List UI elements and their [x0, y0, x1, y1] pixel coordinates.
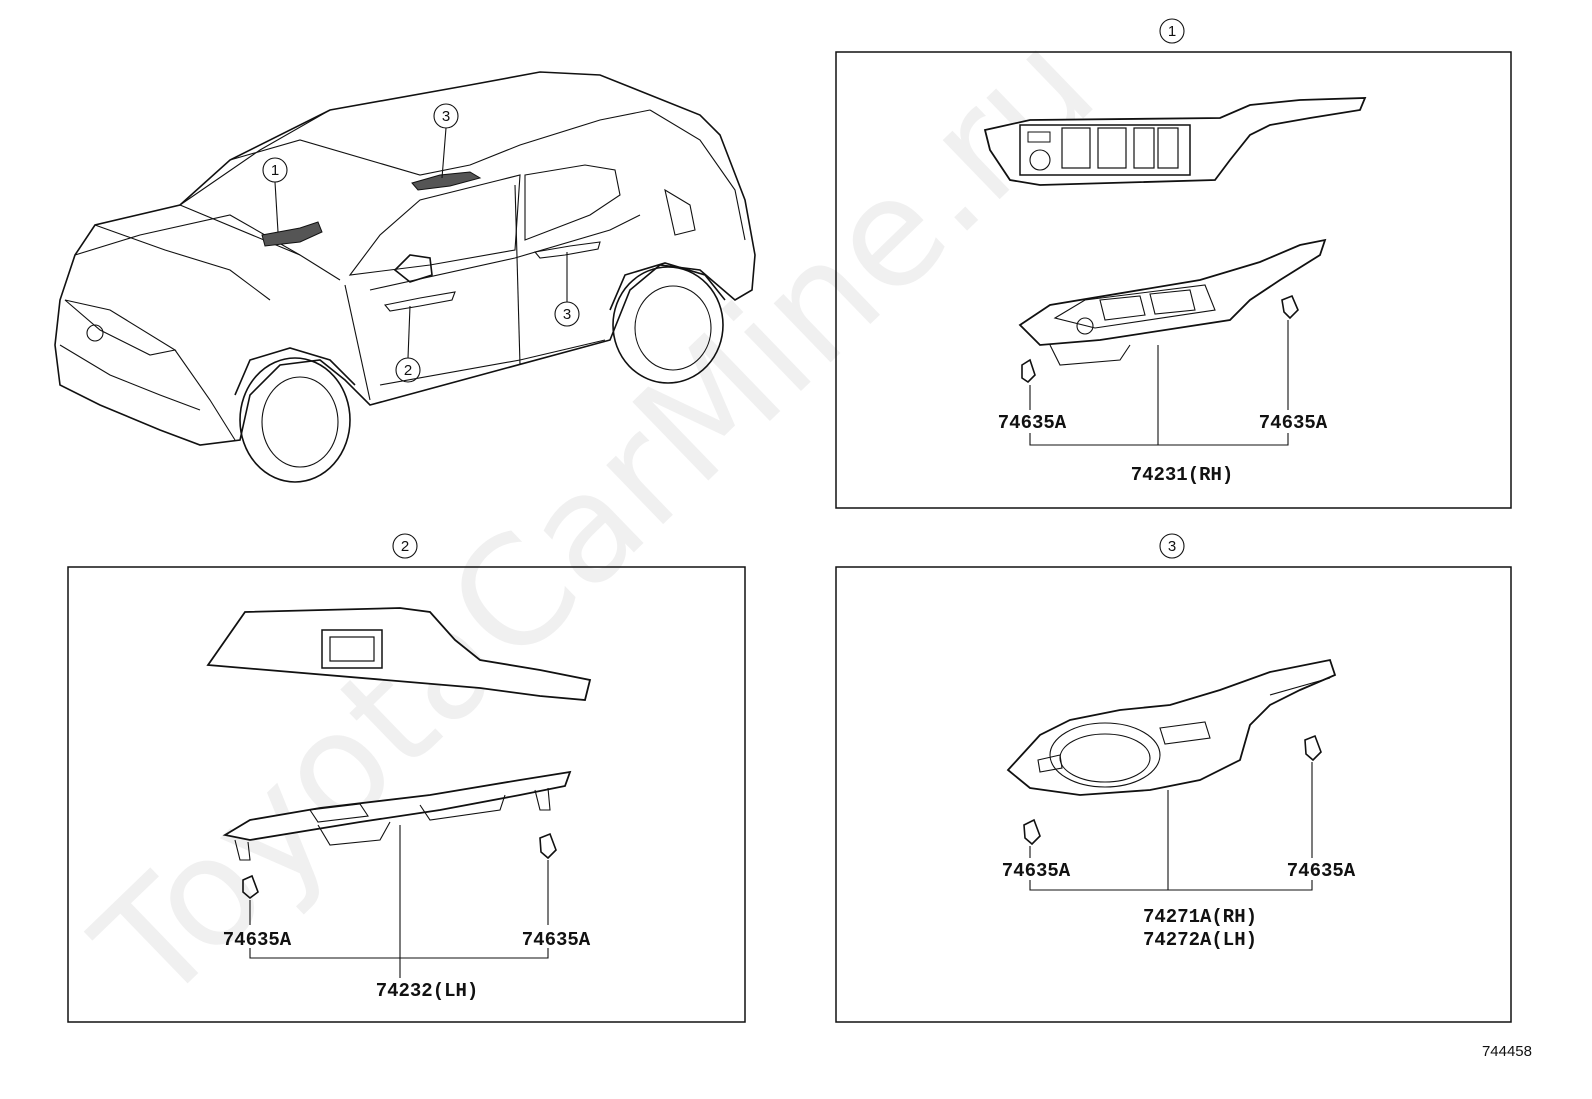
panel-1-clip-right-label: 74635A: [1259, 412, 1328, 434]
diagram-id: 744458: [1482, 1043, 1532, 1060]
clip-right: [1304, 734, 1322, 762]
panel-3: 3 74635A 74635A 74271A(RH) 74272A(LH): [835, 533, 1512, 1023]
switch-assy-rh: [1018, 238, 1327, 346]
clip-left: [242, 874, 259, 900]
car-callout-2: 2: [404, 362, 412, 379]
panel-1-part-label: 74231(RH): [1131, 464, 1234, 486]
panel-2-clip-right-label: 74635A: [522, 929, 591, 951]
panel-3-part-lh-label: 74272A(LH): [1143, 929, 1257, 951]
panel-1: 1 74635A 74635A 74231(RH): [835, 18, 1512, 509]
panel-2-frame: [67, 566, 746, 1023]
panel-3-frame: [835, 566, 1512, 1023]
switch-assy-lh: [222, 770, 572, 841]
panel-2-number: 2: [401, 538, 409, 555]
watermark: ToyotaCarMine.ru: [63, 0, 1127, 1036]
clip-left: [1023, 818, 1041, 846]
panel-2: 2 74635A 74635A 74232(LH): [67, 533, 746, 1023]
panel-3-part-rh-label: 74271A(RH): [1143, 906, 1257, 928]
panel-3-clip-right-label: 74635A: [1287, 860, 1356, 882]
cup-trim-rh: [1006, 658, 1337, 796]
panel-2-part-label: 74232(LH): [376, 980, 479, 1002]
car-callout-3a: 3: [442, 108, 450, 125]
panel-2-clip-left-label: 74635A: [223, 929, 292, 951]
panel-1-clip-left-label: 74635A: [998, 412, 1067, 434]
panel-3-number: 3: [1168, 538, 1176, 555]
panel-1-frame: [835, 51, 1512, 509]
car-callout-1: 1: [271, 162, 279, 179]
switch-trim-lh-top: [206, 607, 592, 701]
clip-right: [1281, 294, 1299, 320]
clip-right: [539, 832, 557, 860]
panel-3-clip-left-label: 74635A: [1002, 860, 1071, 882]
panel-1-number: 1: [1168, 23, 1176, 40]
car-callout-3b: 3: [563, 306, 571, 323]
clip-left: [1021, 358, 1036, 384]
car-illustration: 1 3 2 3: [54, 71, 756, 483]
